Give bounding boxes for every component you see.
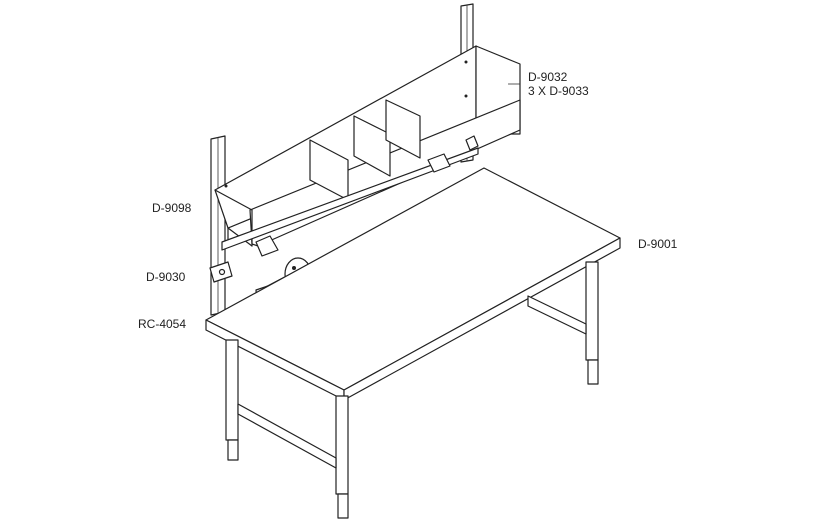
bin-shelf — [214, 45, 521, 247]
rail-mount — [209, 261, 233, 283]
label-d9032: D-9032 — [528, 70, 568, 84]
label-d9001: D-9001 — [638, 237, 678, 251]
label-d9033: 3 X D-9033 — [528, 84, 589, 98]
label-d9030: D-9030 — [146, 270, 186, 284]
left-upright-post — [210, 135, 226, 316]
bin-divider — [385, 99, 421, 159]
label-rc4054: RC-4054 — [138, 317, 187, 331]
table-top — [205, 167, 621, 401]
bin-divider — [353, 115, 391, 177]
label-d9098: D-9098 — [152, 201, 192, 215]
table-legs — [225, 261, 599, 519]
shelf-bracket — [221, 135, 479, 257]
